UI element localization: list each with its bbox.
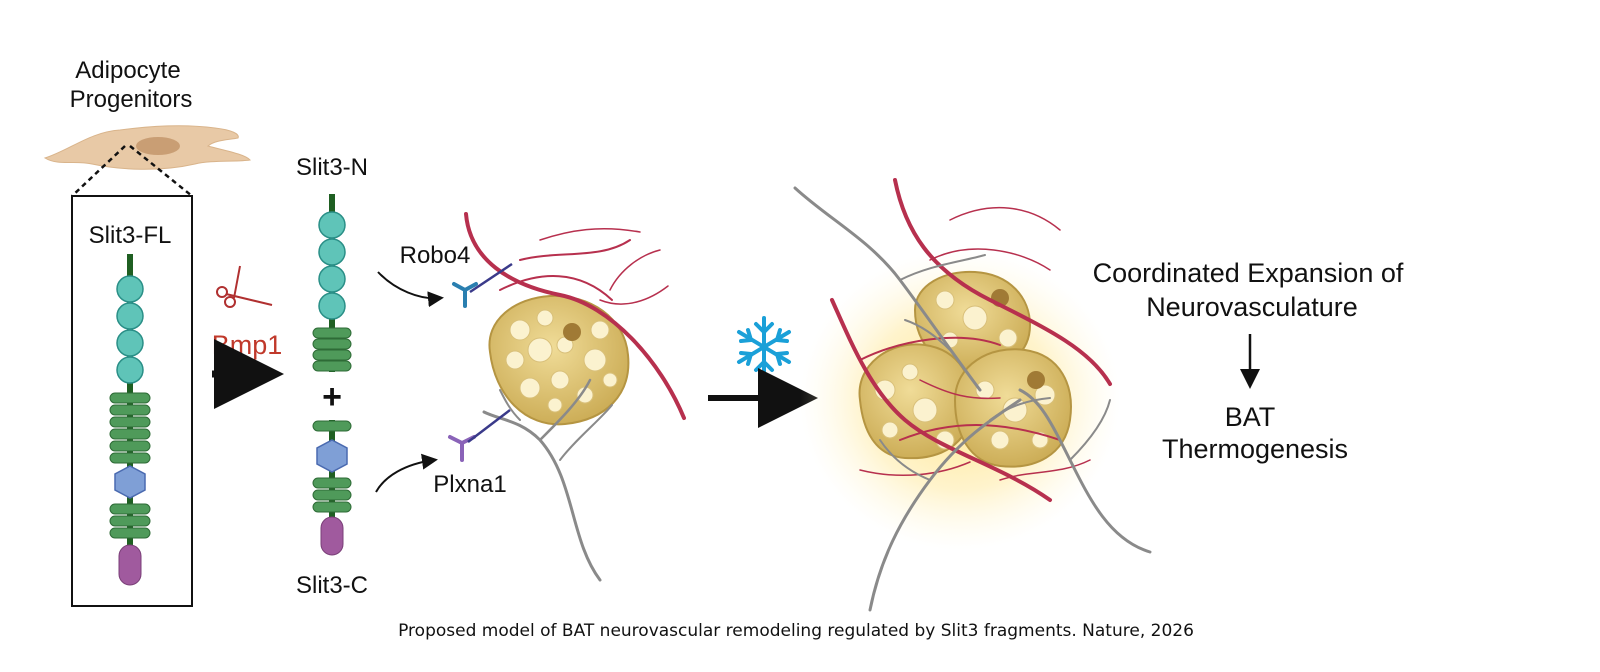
plxna1-label: Plxna1 xyxy=(433,471,506,498)
progenitors-label-line1: Adipocyte xyxy=(75,57,180,84)
slit3-fl-panel: Slit3-FL xyxy=(71,195,193,607)
outcome-label-line1: Coordinated Expansion of xyxy=(1093,258,1404,288)
robo4-ligand-bond xyxy=(469,262,513,294)
slit3-fl-lrr-block-1 xyxy=(109,392,151,464)
slit3-fl-ig-domain-1 xyxy=(116,275,144,303)
lipid-droplets xyxy=(505,309,618,413)
slit3-n-ig-domain-3 xyxy=(318,265,346,293)
slit3-fl-lrr-block-2 xyxy=(109,503,151,539)
bmp1-cleavage-group: Bmp1 xyxy=(212,265,284,409)
plus-sign: + xyxy=(322,378,342,416)
slit3-c-cterm-domain xyxy=(320,516,344,556)
adipocyte-nucleus xyxy=(563,323,581,341)
outcome-label-line2: Neurovasculature xyxy=(1146,292,1358,322)
expanded-nerve-fibers xyxy=(793,186,1152,612)
slit3-c-linker xyxy=(312,420,352,432)
zoom-line-right xyxy=(129,145,193,197)
slit3-fl-cterm-domain xyxy=(118,544,142,586)
plxna1-arrow xyxy=(375,453,438,493)
progenitor-nucleus xyxy=(136,137,180,155)
slit3-c-label: Slit3-C xyxy=(296,572,368,599)
outcome-group: Coordinated Expansion of Neurovasculatur… xyxy=(1093,258,1404,464)
slit3-c-fragment: Slit3-C xyxy=(296,420,368,599)
bmp1-label: Bmp1 xyxy=(212,330,283,360)
plxna1-ligand-bond xyxy=(467,409,511,443)
adipocyte-tissue-expanded xyxy=(793,178,1152,612)
slit3-fl-ig-domain-2 xyxy=(116,302,144,330)
slit3-fl-ig-domain-3 xyxy=(116,329,144,357)
slit3-n-label: Slit3-N xyxy=(296,154,368,181)
adipocyte-progenitor-group: Adipocyte Progenitors xyxy=(43,57,251,197)
slit3-fl-ig-domain-4 xyxy=(116,356,144,384)
scissors-icon xyxy=(216,265,273,308)
slit3-n-fragment: Slit3-N xyxy=(296,154,368,372)
slit3-c-lrr-block xyxy=(312,477,352,513)
slit3-fl-box xyxy=(71,195,193,607)
slit3-n-lrr-block xyxy=(312,327,352,372)
robo4-label: Robo4 xyxy=(400,242,471,269)
progenitors-label-line2: Progenitors xyxy=(70,86,193,113)
nerve-fibers xyxy=(482,378,613,582)
expanded-blood-vessels xyxy=(830,178,1112,502)
slit3-fl-label: Slit3-FL xyxy=(89,222,172,249)
adipocyte-tissue-single xyxy=(448,212,686,582)
blood-vessels xyxy=(464,212,686,420)
slit3-c-egf-domain xyxy=(316,439,348,473)
bat-label-line2: Thermogenesis xyxy=(1162,434,1348,464)
figure-caption: Proposed model of BAT neurovascular remo… xyxy=(398,621,1194,641)
robo4-receptor xyxy=(452,282,478,308)
slit3-fl-egf-domain xyxy=(114,465,146,499)
snowflake-icon xyxy=(737,316,791,378)
slit3-n-ig-domain-1 xyxy=(318,211,346,239)
slit3-n-ig-domain-2 xyxy=(318,238,346,266)
cold-exposure-group xyxy=(708,316,818,428)
bat-label-line1: BAT xyxy=(1225,402,1276,432)
zoom-line-left xyxy=(71,145,126,197)
slit3-n-ig-domain-4 xyxy=(318,292,346,320)
robo4-arrow xyxy=(377,271,444,308)
